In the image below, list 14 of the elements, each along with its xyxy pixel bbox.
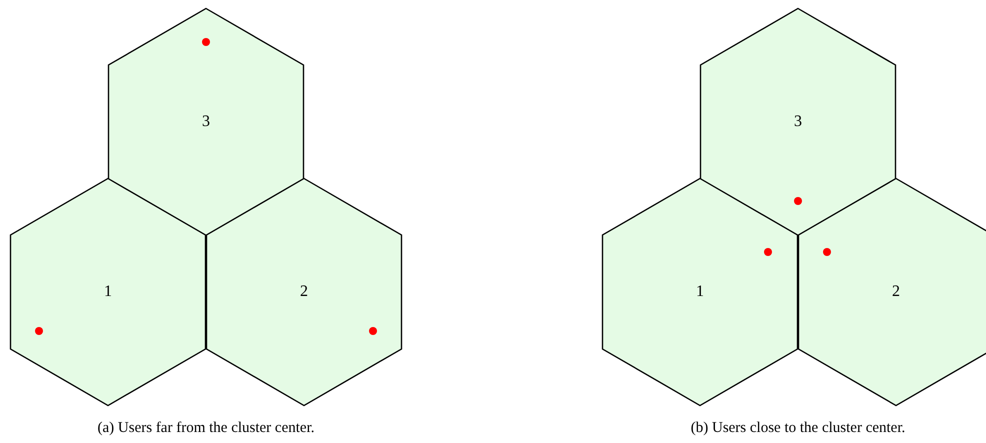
cell-number: 3 xyxy=(202,113,210,131)
cell-number: 3 xyxy=(794,113,802,131)
hexagon-cell xyxy=(108,8,304,236)
hexagon-cell xyxy=(602,178,798,406)
cell-number: 2 xyxy=(300,283,308,301)
cell-number: 2 xyxy=(892,283,900,301)
subfigure-caption: (a) Users far from the cluster center. xyxy=(98,420,314,437)
hexagon-cell xyxy=(10,178,206,406)
cell-number: 1 xyxy=(696,283,704,301)
hexagon-cell xyxy=(206,178,402,406)
hexagon-cell xyxy=(700,8,896,236)
cell-number: 1 xyxy=(104,283,112,301)
subfigure-caption: (b) Users close to the cluster center. xyxy=(690,420,906,437)
hexagon-cell xyxy=(798,178,986,406)
